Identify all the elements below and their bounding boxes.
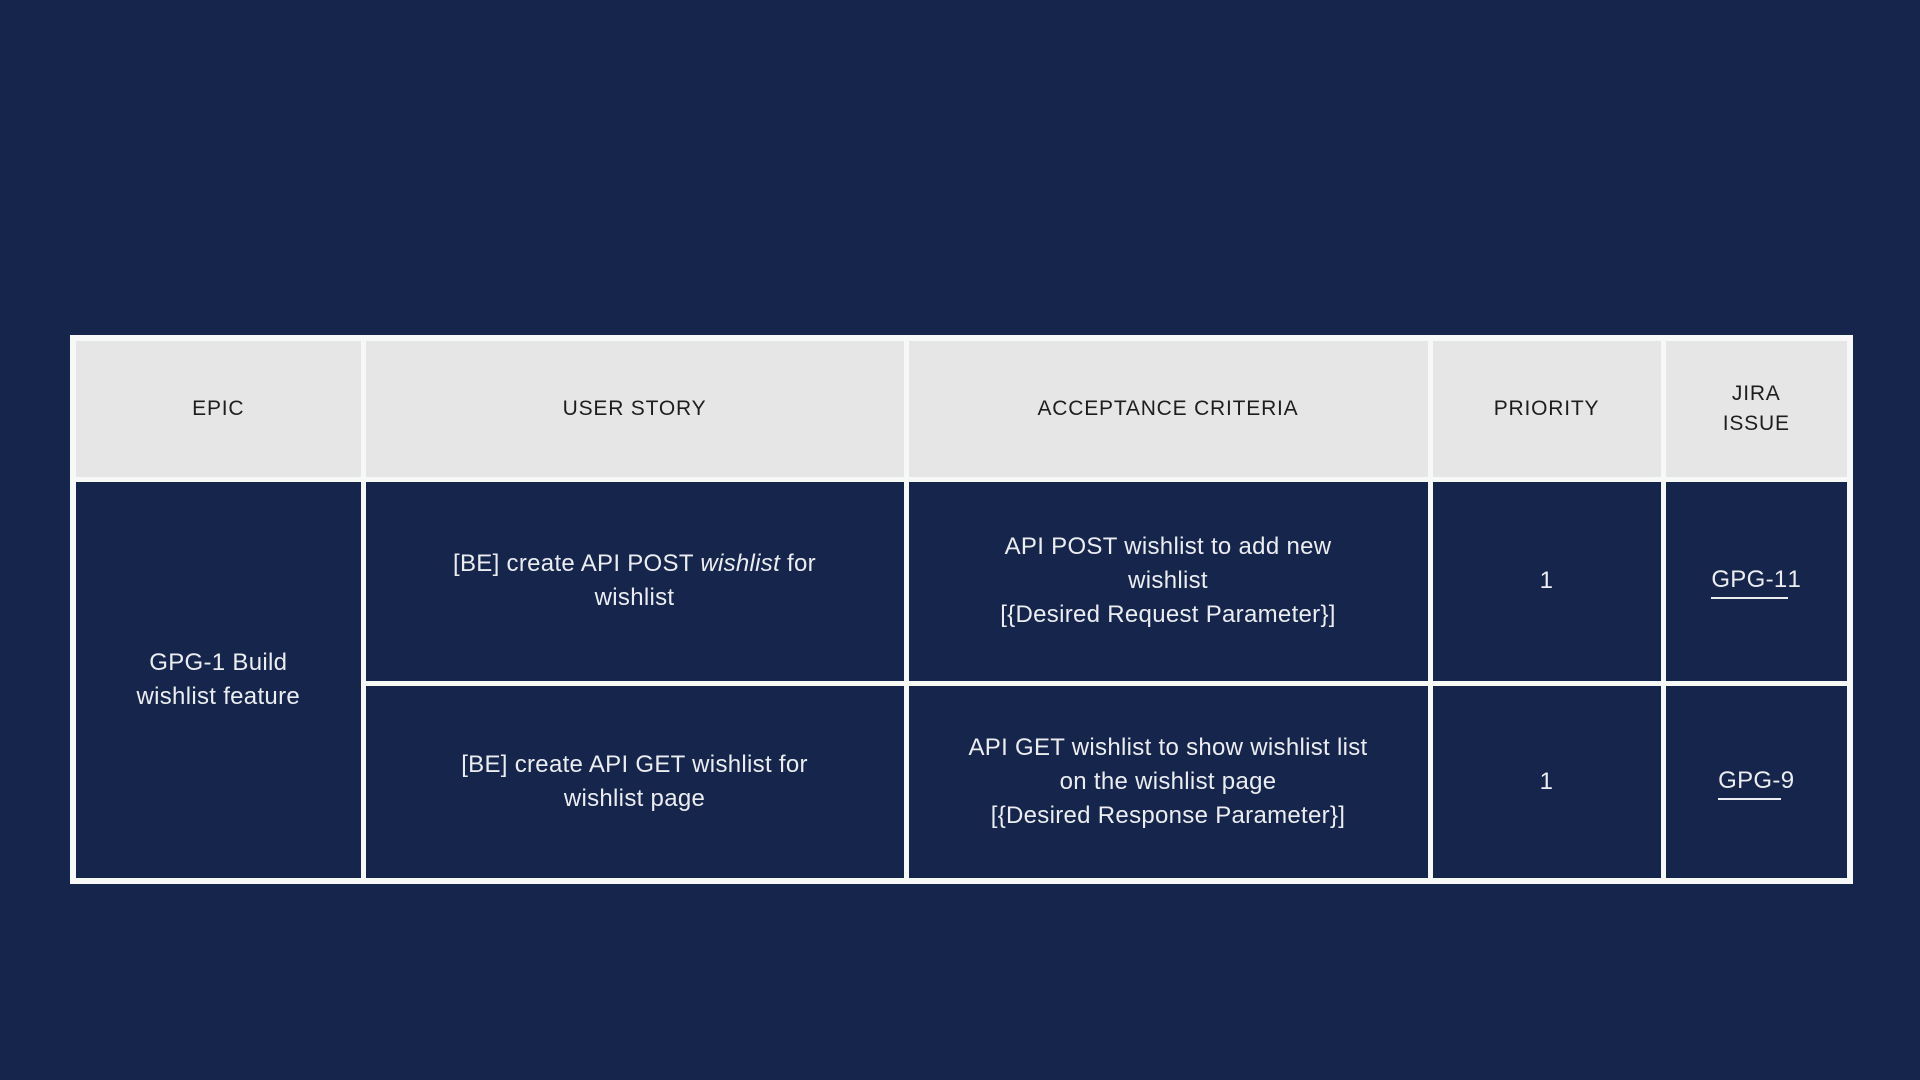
table-header-row: EPIC USER STORY ACCEPTANCE CRITERIA PRIO… — [70, 335, 1853, 482]
user-story-text: [BE] create API GET wishlist for wishlis… — [461, 750, 808, 812]
user-story-italic-text: wishlist — [700, 550, 781, 577]
jira-issue-link-plain-text: 1 — [1787, 566, 1802, 593]
jira-issue-cell: GPG-9 — [1660, 680, 1853, 884]
product-backlog-table: EPIC USER STORY ACCEPTANCE CRITERIA PRIO… — [70, 335, 1853, 884]
jira-issue-link-underlined-text: GPG- — [1718, 767, 1781, 800]
priority-cell: 1 — [1427, 680, 1666, 884]
acceptance-criteria-cell: API GET wishlist to show wishlist list o… — [903, 680, 1433, 884]
epic-cell: GPG-1 Build wishlist feature — [70, 476, 366, 884]
jira-issue-link-underlined-text: GPG-1 — [1711, 567, 1788, 599]
header-jira-issue: JIRA ISSUE — [1660, 335, 1853, 482]
table-row: GPG-1 Build wishlist feature [BE] create… — [70, 476, 1853, 884]
header-acceptance-criteria: ACCEPTANCE CRITERIA — [903, 335, 1433, 482]
priority-cell: 1 — [1427, 476, 1666, 686]
user-story-text: for wishlist — [594, 550, 816, 611]
jira-issue-link[interactable]: GPG-11 — [1711, 566, 1802, 599]
jira-issue-link-plain-text: 9 — [1780, 766, 1795, 794]
header-epic: EPIC — [70, 335, 366, 482]
jira-issue-link[interactable]: GPG-9 — [1718, 766, 1795, 800]
header-user-story: USER STORY — [360, 335, 909, 482]
user-story-cell: [BE] create API POST wishlist for wishli… — [360, 476, 909, 686]
table-row: [BE] create API GET wishlist for wishlis… — [73, 680, 1853, 884]
header-priority: PRIORITY — [1427, 335, 1666, 482]
jira-issue-cell: GPG-11 — [1660, 476, 1853, 686]
user-story-text: [BE] create API POST — [453, 550, 701, 577]
user-story-cell: [BE] create API GET wishlist for wishlis… — [360, 680, 909, 884]
acceptance-criteria-cell: API POST wishlist to add new wishlist [{… — [903, 476, 1433, 686]
